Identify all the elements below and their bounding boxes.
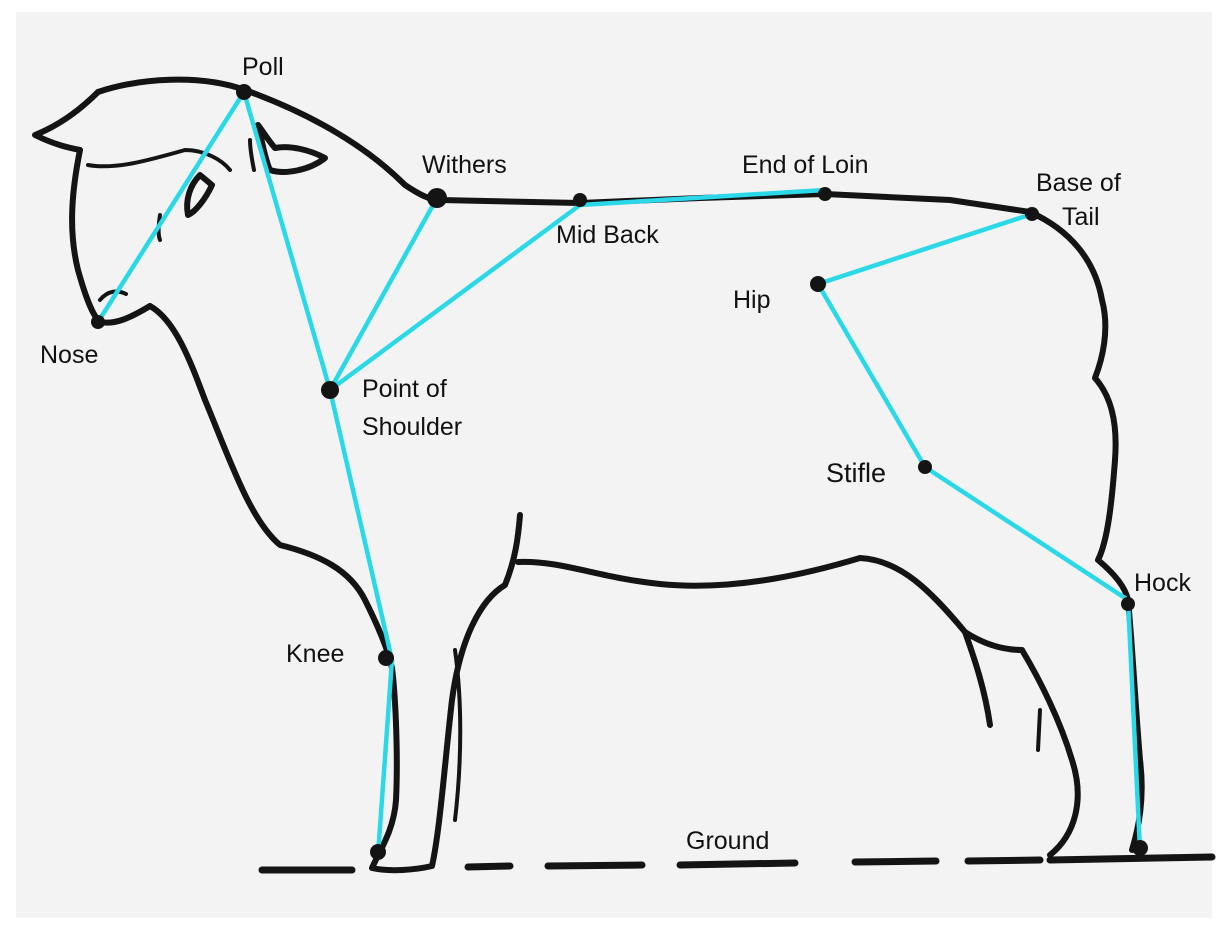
poll-label: Poll: [242, 52, 284, 83]
poll-point: [236, 84, 252, 100]
point-of-shoulder-label-line2: Shoulder: [362, 412, 462, 443]
sheep-outline: [35, 80, 1142, 871]
front-leg-outline: [372, 515, 520, 870]
sheep-back-outline: [98, 80, 1142, 850]
brow-outline: [88, 150, 230, 170]
eye-outline: [187, 175, 212, 215]
withers-label: Withers: [422, 150, 507, 181]
withers-point: [427, 188, 447, 208]
ground-dash: [968, 860, 1040, 861]
hip-label: Hip: [733, 285, 771, 316]
ground-dash: [680, 863, 795, 865]
nose-to-poll-line: [98, 92, 244, 322]
nose-label: Nose: [40, 340, 98, 371]
chest-outline: [150, 306, 392, 668]
belly-outline: [518, 558, 1022, 650]
base-of-tail-point: [1025, 207, 1039, 221]
knee-label: Knee: [286, 639, 344, 670]
ear-outline: [35, 92, 98, 150]
end-of-loin-point: [818, 187, 832, 201]
tail-to-ground-line: [818, 214, 1140, 850]
ground-dash: [855, 861, 936, 862]
hock-tuft-outline: [1038, 710, 1040, 750]
stifle-label: Stifle: [826, 458, 886, 489]
ground-dash: [548, 865, 642, 866]
base-of-tail-label-line2: Tail: [1062, 202, 1100, 233]
mid-back-point: [573, 193, 587, 207]
nose-point: [91, 315, 105, 329]
back-ear-outline: [258, 125, 325, 172]
point-of-shoulder-point: [321, 381, 339, 399]
mid-back-label: Mid Back: [556, 220, 659, 251]
ground-dash: [468, 866, 510, 867]
poll-to-ground-line: [244, 92, 392, 855]
base-of-tail-label-line1: Base of: [1036, 168, 1121, 199]
hip-point: [810, 276, 826, 292]
face-outline: [72, 150, 150, 323]
point-of-shoulder-label-line1: Point of: [362, 374, 447, 405]
back-ear-inner-outline: [250, 140, 254, 170]
knee-point: [378, 650, 394, 666]
end-of-loin-label: End of Loin: [742, 150, 869, 181]
stifle-point: [918, 460, 932, 474]
front-hoof-point: [370, 844, 386, 860]
hock-label: Hock: [1134, 568, 1191, 599]
hock-point: [1121, 597, 1135, 611]
shoulder-to-withers-line: [330, 198, 437, 390]
hind-leg-front-outline: [1022, 650, 1078, 855]
hind-hoof-point: [1132, 840, 1148, 856]
ground-dash: [1050, 857, 1212, 860]
ground-label: Ground: [686, 826, 769, 857]
